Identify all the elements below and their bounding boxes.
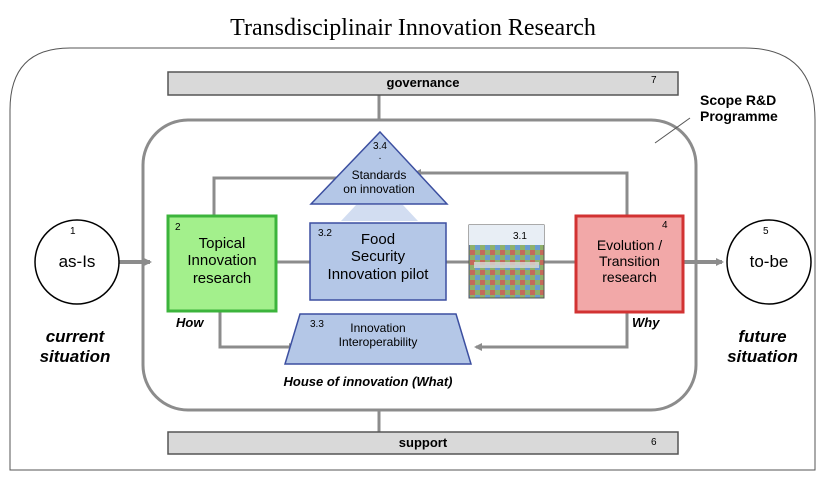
support-bar — [167, 431, 679, 455]
standards-base-band — [341, 205, 418, 221]
interoperability-number: 3.3 — [310, 319, 324, 330]
programme-scope-box — [141, 118, 698, 412]
page-title: Transdisciplinair Innovation Research — [230, 15, 596, 41]
evolution-label: Evolution / Transition research — [596, 237, 663, 286]
topical-number: 2 — [175, 222, 181, 233]
pilot-image-number: 3.1 — [513, 231, 527, 242]
standards-number: 3.4 . — [373, 141, 387, 162]
evolution-to-standards-arrow — [413, 169, 629, 218]
support-number: 6 — [651, 437, 657, 448]
topical-to-interop-arrow — [218, 310, 297, 351]
governance-number: 7 — [651, 75, 657, 86]
topical-box — [166, 214, 278, 313]
house-of-innovation-caption: House of innovation (What) — [283, 374, 453, 389]
as-is-number: 1 — [70, 226, 76, 237]
governance-bar — [167, 71, 679, 96]
support-label: support — [398, 435, 448, 450]
governance-label: governance — [386, 75, 460, 90]
evolution-to-interop-arrow — [474, 312, 629, 351]
why-caption: Why — [632, 315, 660, 330]
to-be-number: 5 — [763, 226, 769, 237]
to-be-label: to-be — [749, 252, 789, 271]
standards-triangle — [309, 130, 449, 205]
topical-to-standards-arrow — [212, 174, 350, 218]
future-situation-caption: future situation — [727, 327, 798, 366]
topical-label: Topical Innovation research — [187, 235, 257, 287]
as-is-circle — [34, 219, 120, 305]
as-is-label: as-Is — [58, 252, 96, 271]
food-security-label: Food Security Innovation pilot — [327, 231, 429, 283]
interoperability-trapezoid — [283, 313, 473, 365]
to-be-circle — [726, 219, 812, 305]
food-security-box — [309, 222, 447, 301]
evolution-box — [574, 214, 685, 314]
pilot-image — [468, 224, 545, 299]
food-security-number: 3.2 — [318, 228, 332, 239]
current-situation-caption: current situation — [39, 327, 111, 366]
evolution-number: 4 — [662, 220, 668, 231]
scope-label: Scope R&D Programme — [700, 92, 778, 125]
scope-pointer-line — [654, 117, 691, 144]
how-caption: How — [176, 315, 204, 330]
standards-label: Standards on innovation — [343, 168, 415, 196]
outer-frame — [9, 47, 816, 471]
interoperability-label: Innovation Interoperability — [338, 321, 418, 349]
